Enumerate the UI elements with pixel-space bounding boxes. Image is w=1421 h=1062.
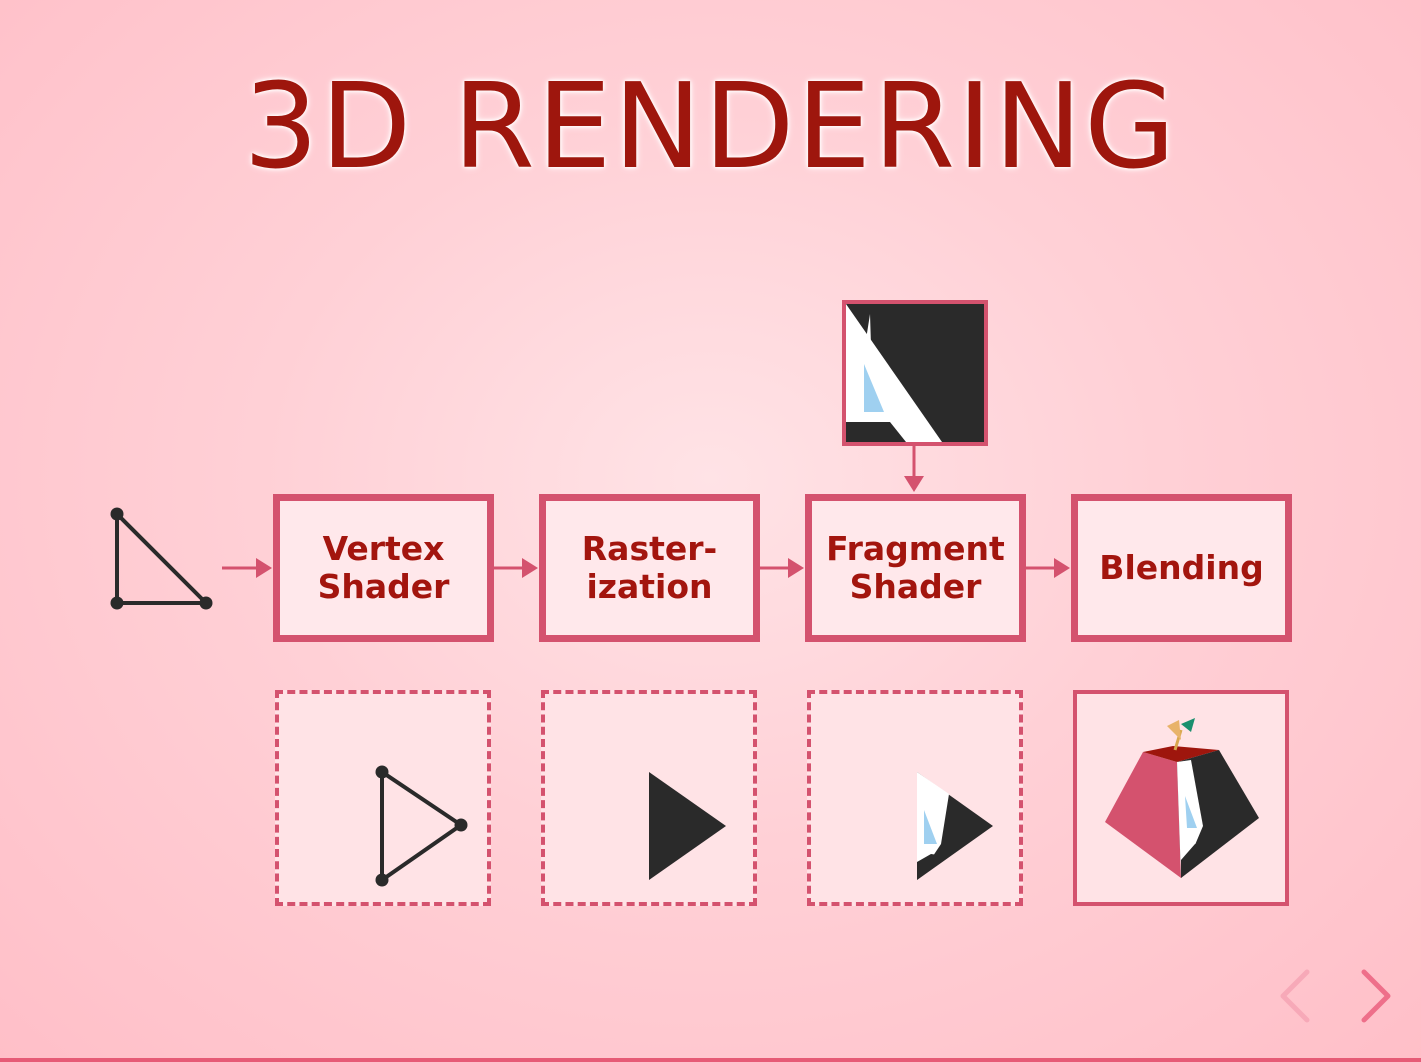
- progress-bar: [0, 1058, 1421, 1062]
- result-blending: [1073, 690, 1289, 906]
- triangle-vertices-icon: [375, 765, 468, 887]
- slide-title: 3D RENDERING: [243, 57, 1178, 195]
- texture-image: [842, 300, 988, 446]
- textured-triangle-icon: [917, 772, 993, 880]
- arrowhead-fragment-to-blending: [1054, 558, 1070, 578]
- stage-label-fragment-shader: Fragment Shader: [826, 529, 1005, 606]
- stage-blending: Blending: [1071, 494, 1292, 642]
- filled-triangle-icon: [649, 772, 726, 880]
- stage-label-vertex-shader: Vertex Shader: [317, 529, 450, 606]
- result-rasterization: [541, 690, 757, 906]
- arrowhead-input-to-vertex: [256, 558, 272, 578]
- arrowhead-raster-to-fragment: [788, 558, 804, 578]
- result-fragment-shader: [807, 690, 1023, 906]
- stage-fragment-shader: Fragment Shader: [805, 494, 1026, 642]
- stage-label-blending: Blending: [1099, 548, 1264, 587]
- progress-fill: [0, 1058, 1421, 1062]
- chevron-right-icon[interactable]: [1356, 966, 1396, 1026]
- textured-3d-shape-icon: [1105, 718, 1259, 878]
- chevron-left-icon[interactable]: [1275, 966, 1315, 1026]
- stage-label-rasterization: Raster- ization: [581, 529, 718, 606]
- result-vertex-shader: [275, 690, 491, 906]
- texture-image-icon: [846, 304, 984, 442]
- arrowhead-vertex-to-raster: [522, 558, 538, 578]
- arrowhead-texture-to-fragment: [904, 476, 924, 492]
- stage-rasterization: Raster- ization: [539, 494, 760, 642]
- stage-vertex-shader: Vertex Shader: [273, 494, 494, 642]
